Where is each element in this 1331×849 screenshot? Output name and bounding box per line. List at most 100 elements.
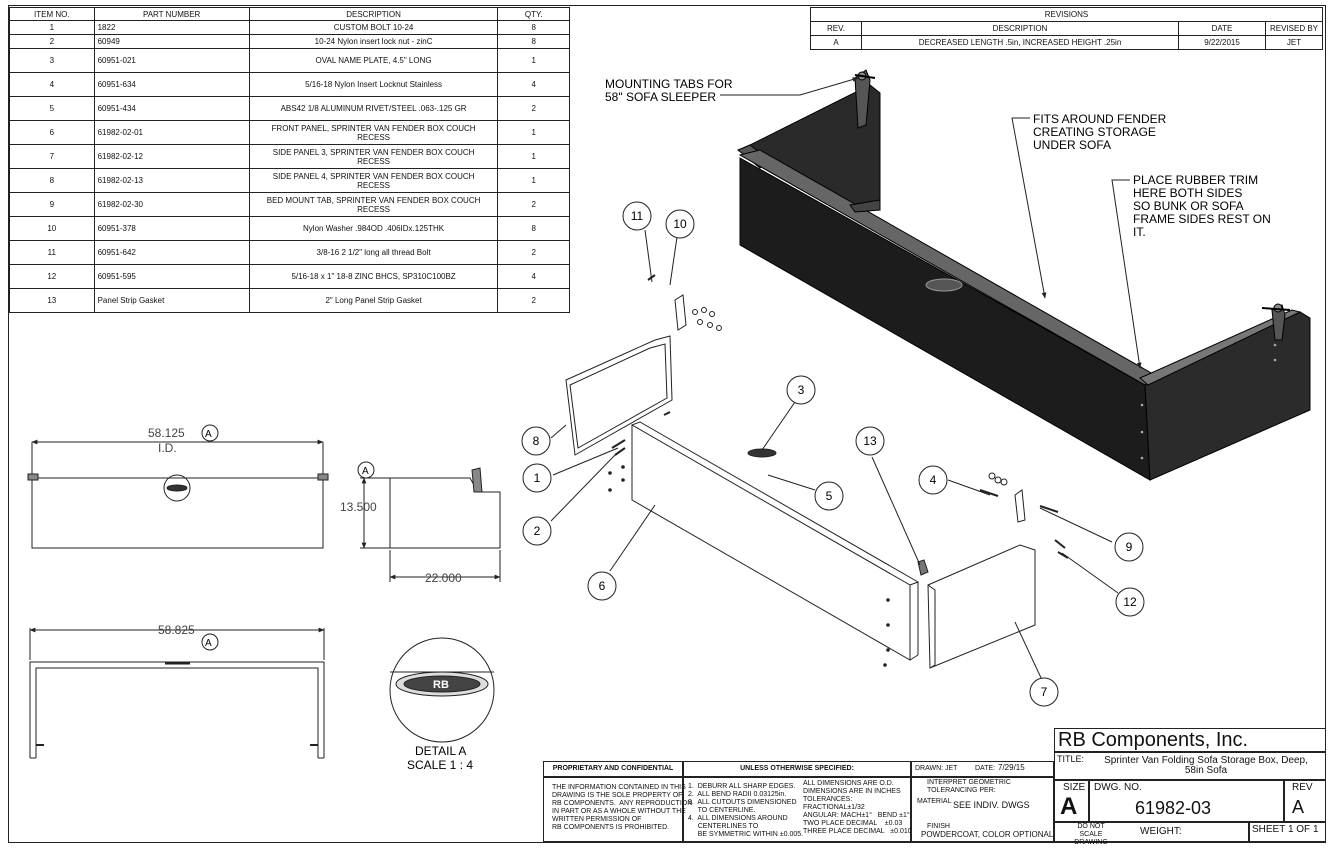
bom-description-line1: SIDE PANEL 4, SPRINTER VAN FENDER BOX CO… <box>272 171 475 181</box>
specifications-box <box>683 761 911 842</box>
dwg-no-value: 61982-03 <box>1135 798 1212 818</box>
bom-cell-qty: 4 <box>497 264 570 289</box>
sheet-divider <box>1248 821 1250 842</box>
dim-height: 13.500 <box>340 500 377 514</box>
balloon-circle <box>1114 532 1144 562</box>
general-note-line: 4. ALL DIMENSIONS AROUND <box>688 815 788 822</box>
tolerance-line: THREE PLACE DECIMAL ±0.010 <box>803 828 912 835</box>
general-note-line: 1. DEBURR ALL SHARP EDGES. <box>688 783 796 790</box>
bom-cell-part: 61982-02-12 <box>93 144 250 169</box>
balloon-circle <box>522 516 552 546</box>
bom-cell-qty: 2 <box>497 192 570 217</box>
note-trim-line5: IT. <box>1133 225 1146 239</box>
balloon-number: 2 <box>534 524 541 538</box>
front-view <box>27 439 329 549</box>
size-label: SIZE <box>1063 782 1086 793</box>
bom-cell-part: 60951-378 <box>93 216 250 241</box>
balloon-2: 2 <box>522 516 552 546</box>
drawn-label: DRAWN: <box>915 765 944 772</box>
tolerance-line: TOLERANCES: <box>803 796 853 803</box>
material-value: SEE INDIV. DWGS <box>953 800 1030 810</box>
dim-depth: 22.000 <box>425 571 462 585</box>
proprietary-text-line: RB COMPONENTS. ANY REPRODUCTION <box>552 800 693 807</box>
balloon-1: 1 <box>522 463 552 493</box>
note-mounting-line2: 58" SOFA SLEEPER <box>605 90 716 104</box>
rev-label: REV <box>1292 782 1313 793</box>
bom-description-line2: RECESS <box>357 180 391 190</box>
general-note-line: TO CENTERLINE. <box>688 807 756 814</box>
assembled-box-view <box>737 69 1311 481</box>
balloon-circle <box>855 426 885 456</box>
title-divider <box>1054 779 1326 781</box>
balloon-circle <box>1115 587 1145 617</box>
balloon-circle <box>521 426 551 456</box>
sheet-label: SHEET 1 OF 1 <box>1252 824 1319 835</box>
note-trim-line1: PLACE RUBBER TRIM <box>1133 173 1258 187</box>
bom-cell-item: 5 <box>9 96 95 121</box>
bom-cell-item: 11 <box>9 240 95 265</box>
bom-description-line1: FRONT PANEL, SPRINTER VAN FENDER BOX COU… <box>271 123 476 133</box>
balloon-11: 11 <box>622 201 652 231</box>
material-label: MATERIAL <box>917 798 952 805</box>
company-name: RB Components, Inc. <box>1058 729 1249 751</box>
general-note-line: 2. ALL BEND RADII 0.03125in. <box>688 791 787 798</box>
tolerance-line: FRACTIONAL±1/32 <box>803 804 865 811</box>
date-label: DATE: <box>975 765 996 772</box>
bom-description-line1: Nylon Washer .984OD .406IDx.125THK <box>303 224 445 233</box>
balloon-number: 5 <box>826 489 833 503</box>
proprietary-divider <box>543 776 683 778</box>
drawing-sheet-border <box>8 5 1326 843</box>
rev-cell-by: JET <box>1265 35 1323 50</box>
balloon-number: 4 <box>930 473 937 487</box>
bom-cell-item: 8 <box>9 168 95 193</box>
balloon-number: 11 <box>631 209 644 223</box>
balloon-5: 5 <box>814 481 844 511</box>
bom-description-line2: RECESS <box>357 156 391 166</box>
balloon-number: 10 <box>673 217 687 231</box>
proprietary-text-line: WRITTEN PERMISSION OF <box>552 816 642 823</box>
side-view <box>357 461 501 582</box>
drawn-divider <box>911 776 1054 778</box>
general-note-line: 3. ALL CUTOUTS DIMENSIONED <box>688 799 797 806</box>
dim-width-overall: 58.825 <box>158 623 195 637</box>
proprietary-heading: PROPRIETARY AND CONFIDENTIAL <box>552 765 674 772</box>
general-note-line: BE SYMMETRIC WITHIN ±0.005. <box>688 831 804 838</box>
title-label: TITLE: <box>1057 754 1085 764</box>
bom-cell-description: SIDE PANEL 4, SPRINTER VAN FENDER BOX CO… <box>248 168 499 193</box>
balloon-circle <box>1029 677 1059 707</box>
bom-cell-part: 60951-595 <box>93 264 250 289</box>
bom-cell-qty: 4 <box>497 72 570 97</box>
balloon-4: 4 <box>918 465 948 495</box>
note-leaders <box>720 77 1142 369</box>
detail-callout-letter: A <box>205 429 212 440</box>
dwg-no-label: DWG. NO. <box>1094 782 1142 793</box>
drawn-by: JET <box>945 765 958 772</box>
detail-logo-text: RB <box>433 679 449 691</box>
rev-cell-date: 9/22/2015 <box>1178 35 1266 50</box>
balloon-circle <box>814 481 844 511</box>
bom-description-line1: OVAL NAME PLATE, 4.5" LONG <box>315 56 432 65</box>
dimension-tolerances-list: ALL DIMENSIONS ARE O.D.DIMENSIONS ARE IN… <box>803 780 912 836</box>
drawn-date: 7/29/15 <box>998 763 1025 772</box>
bom-cell-description: OVAL NAME PLATE, 4.5" LONG <box>248 48 499 73</box>
note-fits-line1: FITS AROUND FENDER <box>1033 112 1167 126</box>
footer-divider <box>1054 821 1326 823</box>
balloon-circle <box>918 465 948 495</box>
proprietary-text-line: THE INFORMATION CONTAINED IN THIS <box>552 784 686 791</box>
balloon-7: 7 <box>1029 677 1059 707</box>
balloon-9: 9 <box>1114 532 1144 562</box>
balloon-number: 7 <box>1041 685 1048 699</box>
general-note-line: CENTERLINES TO <box>688 823 759 830</box>
proprietary-text-line: IN PART OR AS A WHOLE WITHOUT THE <box>552 808 686 815</box>
bom-cell-description: 2" Long Panel Strip Gasket <box>248 288 499 313</box>
bom-cell-item: 9 <box>9 192 95 217</box>
proprietary-box <box>543 761 683 842</box>
note-trim-line4: FRAME SIDES REST ON <box>1133 212 1271 226</box>
balloon-8: 8 <box>521 426 551 456</box>
bom-cell-item: 13 <box>9 288 95 313</box>
bom-description-line1: 10-24 Nylon insert lock nut - zinC <box>314 37 433 46</box>
balloon-circle <box>665 209 695 239</box>
